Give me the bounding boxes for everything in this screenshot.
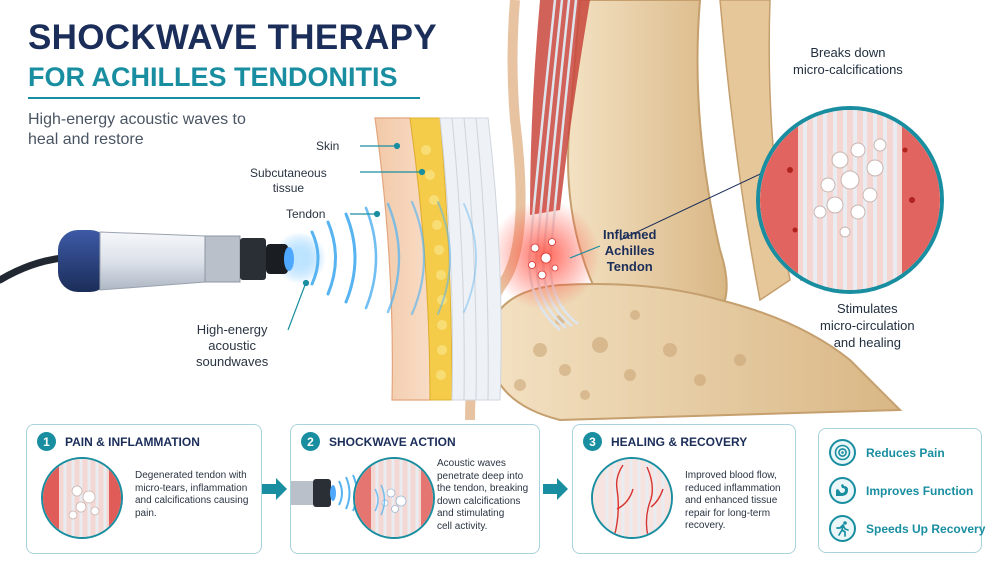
step-1-header: 1 PAIN & INFLAMMATION [37, 432, 200, 451]
step-2-line: Acoustic waves [437, 458, 506, 469]
benefit-reduces-pain: Reduces Pain [829, 439, 945, 466]
callout-stim-line-3: and healing [833, 335, 901, 350]
callout-breaks-line-1: Breaks down [810, 45, 886, 60]
running-person-icon [829, 515, 856, 542]
step-2-title: SHOCKWAVE ACTION [329, 434, 456, 449]
step-1-line: pain. [135, 507, 157, 519]
step-2-line: cell activity. [437, 520, 488, 532]
subtitle-line-1: High-energy acoustic waves to [28, 111, 246, 128]
step-3-line: reduced inflammation [685, 482, 781, 494]
step-2-line: down calcifications [437, 495, 521, 507]
step-panel-3: 3 HEALING & RECOVERY Improved blood flow… [572, 424, 796, 554]
flow-arrow-1 [262, 478, 287, 500]
callout-breaks-down: Breaks down micro-calcifications [793, 44, 903, 78]
callout-stim-line-2: micro-circulation [820, 318, 915, 333]
step-1-title: PAIN & INFLAMMATION [65, 434, 200, 449]
step-3-line: Improved blood flow, [685, 470, 777, 481]
subtitle-line-2: heal and restore [28, 131, 144, 148]
step-2-header: 2 SHOCKWAVE ACTION [301, 432, 456, 451]
label-subcutaneous-line-2: tissue [272, 181, 305, 195]
step-1-tendon-image [41, 457, 123, 539]
step-2-number: 2 [301, 432, 320, 451]
label-soundwaves-line-2: acoustic [208, 338, 256, 353]
benefit-label: Reduces Pain [866, 445, 945, 460]
step-2-line: the tendon, breaking [437, 483, 529, 494]
label-soundwaves: High-energy acoustic soundwaves [196, 322, 268, 370]
step-panel-1: 1 PAIN & INFLAMMATION Degenerated tendon… [26, 424, 262, 554]
benefit-label: Improves Function [866, 483, 974, 498]
step-2-description: Acoustic waves penetrate deep into the t… [437, 458, 537, 533]
step-1-number: 1 [37, 432, 56, 451]
step-2-device-icon [291, 474, 358, 512]
step-3-description: Improved blood flow, reduced inflammatio… [685, 470, 793, 533]
title-divider [28, 97, 420, 99]
step-1-description: Degenerated tendon with micro-tears, inf… [135, 470, 259, 520]
label-inflamed-line-2: Achilles [604, 243, 655, 258]
callout-stim-line-1: Stimulates [836, 301, 898, 316]
label-inflamed-line-1: Inflamed [603, 227, 657, 242]
flexed-arm-icon [829, 477, 856, 504]
step-3-tendon-image [591, 457, 673, 539]
step-2-line: penetrate deep into [437, 470, 524, 482]
title-line-1: SHOCKWAVE THERAPY [28, 18, 437, 57]
step-2-line: and stimulating [437, 508, 505, 519]
callout-stimulates: Stimulates micro-circulation and healing [820, 300, 915, 351]
step-3-number: 3 [583, 432, 602, 451]
label-inflamed-line-3: Tendon [606, 259, 653, 274]
step-3-header: 3 HEALING & RECOVERY [583, 432, 747, 451]
step-3-line: and enhanced tissue [685, 495, 778, 506]
label-subcutaneous: Subcutaneous tissue [250, 166, 327, 196]
label-soundwaves-line-3: soundwaves [196, 354, 269, 369]
label-skin: Skin [316, 139, 340, 153]
subtitle: High-energy acoustic waves to heal and r… [28, 110, 246, 150]
step-2-tendon-image [353, 457, 435, 539]
benefit-speeds-up-recovery: Speeds Up Recovery [829, 515, 985, 542]
step-3-line: recovery. [685, 520, 726, 531]
label-soundwaves-line-1: High-energy [196, 322, 268, 337]
benefit-improves-function: Improves Function [829, 477, 973, 504]
step-3-title: HEALING & RECOVERY [611, 434, 748, 449]
label-inflamed-tendon: Inflamed Achilles Tendon [603, 227, 656, 275]
step-panel-2: 2 SHOCKWAVE ACTION Acoustic waves penetr… [290, 424, 540, 554]
title-line-2: FOR ACHILLES TENDONITIS [28, 62, 398, 92]
flow-arrow-2 [543, 478, 568, 500]
callout-breaks-line-2: micro-calcifications [793, 62, 903, 77]
label-tendon: Tendon [286, 207, 326, 221]
step-1-line: and calcifications causing [135, 495, 249, 506]
benefits-box: Reduces Pain Improves Function Speeds Up… [818, 428, 985, 553]
target-icon [829, 439, 856, 466]
label-subcutaneous-line-1: Subcutaneous [250, 166, 327, 180]
benefit-label: Speeds Up Recovery [866, 521, 986, 536]
step-3-line: repair for long-term [685, 507, 771, 519]
step-1-line: micro-tears, inflammation [135, 482, 248, 494]
step-1-line: Degenerated tendon with [135, 470, 247, 481]
